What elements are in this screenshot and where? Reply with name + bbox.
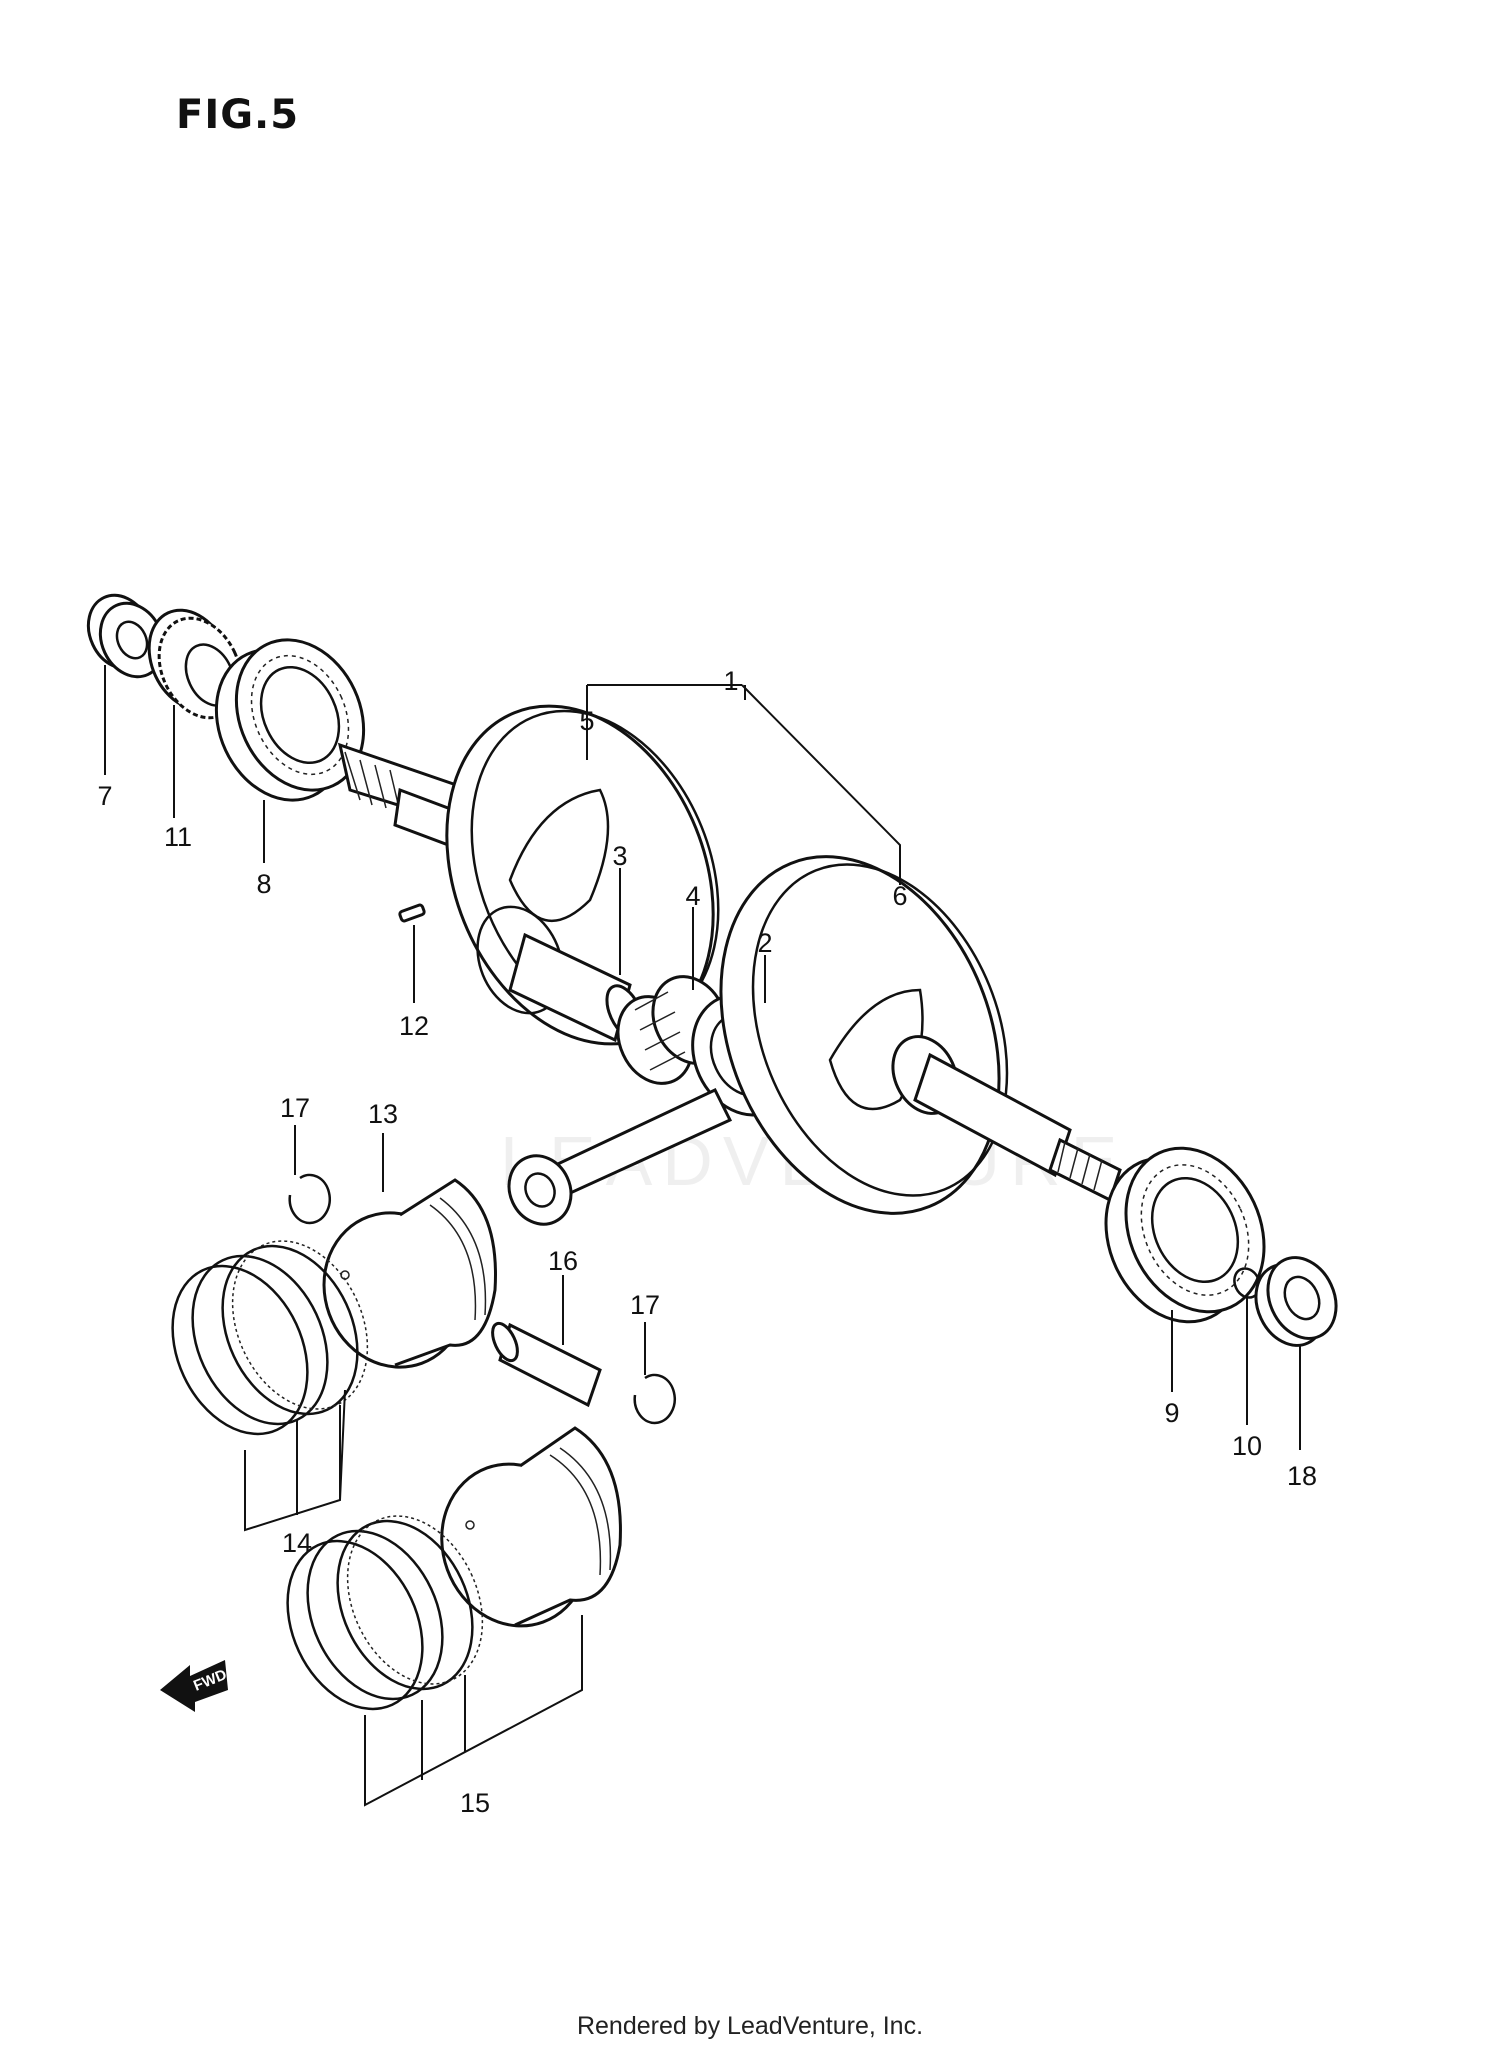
fwd-arrow-icon: FWD — [160, 1660, 229, 1712]
callout-17-lower: 17 — [630, 1290, 660, 1320]
callout-labels: 1 2 3 4 5 6 7 8 9 10 11 12 13 14 15 16 1… — [97, 666, 1317, 1818]
callout-17-upper: 17 — [280, 1093, 310, 1123]
callout-2: 2 — [757, 928, 772, 958]
part-5-left-flywheel — [445, 704, 720, 1046]
part-17-circlip — [288, 1173, 331, 1225]
callout-18: 18 — [1287, 1461, 1317, 1491]
part-13-piston — [322, 1178, 497, 1369]
part-9-bearing — [1104, 1146, 1266, 1324]
part-15-piston-ring-set — [286, 1426, 622, 1711]
part-10-o-ring — [1233, 1267, 1261, 1299]
figure-title: FIG.5 — [176, 92, 300, 138]
callout-8: 8 — [256, 869, 271, 899]
part-12-key — [398, 903, 426, 923]
callout-7: 7 — [97, 781, 112, 811]
callout-10: 10 — [1232, 1431, 1262, 1461]
callout-4: 4 — [685, 881, 700, 911]
part-17-circlip — [633, 1373, 676, 1425]
part-1-crankshaft-right-shaft — [891, 1035, 1122, 1203]
part-6-right-flywheel — [719, 855, 1009, 1215]
callout-6: 6 — [892, 881, 907, 911]
callout-11: 11 — [164, 822, 192, 852]
callout-12: 12 — [399, 1011, 429, 1041]
footer-credit: Rendered by LeadVenture, Inc. — [576, 2012, 924, 2040]
callout-3: 3 — [612, 841, 627, 871]
callout-16: 16 — [548, 1246, 578, 1276]
part-8-bearing — [214, 638, 366, 802]
part-18-oil-seal — [1254, 1256, 1338, 1347]
callout-5: 5 — [579, 706, 594, 736]
part-16-piston-pin — [491, 1321, 602, 1408]
callout-9: 9 — [1164, 1398, 1179, 1428]
callout-1: 1 — [723, 666, 738, 696]
callout-14: 14 — [282, 1528, 312, 1558]
callout-15: 15 — [460, 1788, 490, 1818]
leader-lines — [104, 665, 1301, 1807]
part-14-piston-ring-set — [171, 1240, 369, 1436]
callout-13: 13 — [368, 1099, 398, 1129]
